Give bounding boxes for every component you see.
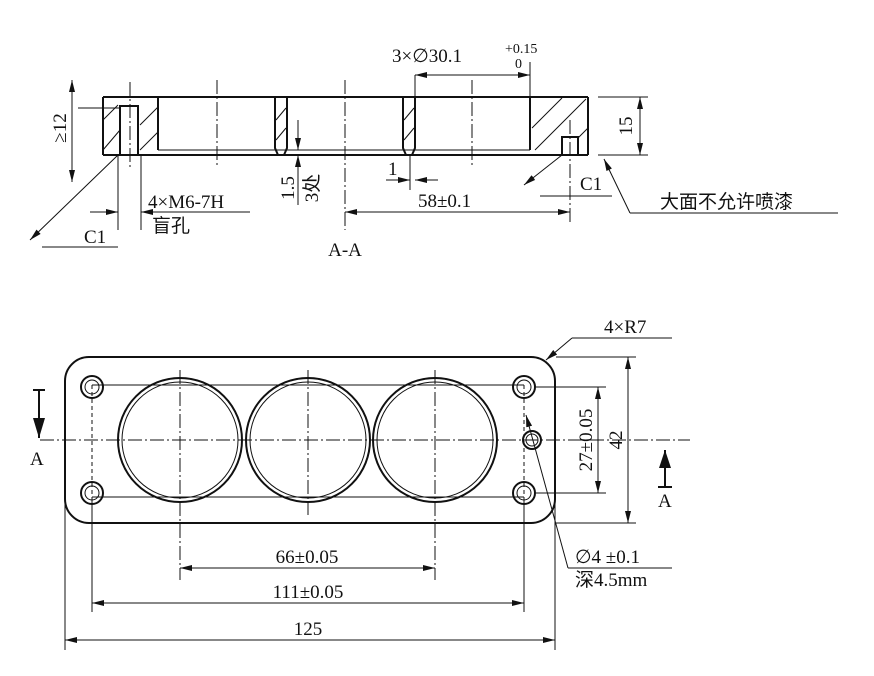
thread-label: 4×M6-7H xyxy=(148,192,224,213)
step-width-label: 1 xyxy=(388,159,398,180)
section-mark-right: A xyxy=(658,491,672,512)
length-label: 125 xyxy=(294,619,323,640)
thread-note: 盲孔 xyxy=(152,215,190,237)
bore-tol-upper: +0.15 xyxy=(505,42,537,57)
bore-dim-label: 3×∅30.1 xyxy=(392,46,462,67)
height-label: 42 xyxy=(606,431,627,450)
hatching xyxy=(102,97,589,151)
section-mark-left: A xyxy=(30,449,44,470)
bore-tol-lower: 0 xyxy=(515,57,522,72)
depth-min-label: ≥12 xyxy=(50,113,71,142)
step-height-label: 1.5 xyxy=(278,176,299,200)
pin-hole-label: ∅4 ±0.1 xyxy=(575,547,640,568)
section-view: ≥12 15 3×∅30.1 +0.15 0 4×M6-7H 盲孔 C1 1.5… xyxy=(29,42,838,261)
pitch-label: 58±0.1 xyxy=(418,191,471,212)
section-title: A-A xyxy=(328,240,362,261)
pin-depth-label: 深4.5mm xyxy=(575,569,648,591)
step-count-label: 3处 xyxy=(301,174,323,203)
bore-pitch-label: 66±0.05 xyxy=(276,547,339,568)
surface-note: 大面不允许喷漆 xyxy=(660,191,793,213)
plan-view: A A 4×R7 42 27±0.05 ∅4 ±0.1 深4.5mm 66±0.… xyxy=(30,317,690,650)
chamfer-left-label: C1 xyxy=(84,227,106,248)
thickness-label: 15 xyxy=(616,117,637,136)
corner-radius-label: 4×R7 xyxy=(604,317,646,338)
hole-pitch-y-label: 27±0.05 xyxy=(576,409,597,472)
chamfer-right-label: C1 xyxy=(580,174,602,195)
hole-pitch-x-label: 111±0.05 xyxy=(273,582,344,603)
